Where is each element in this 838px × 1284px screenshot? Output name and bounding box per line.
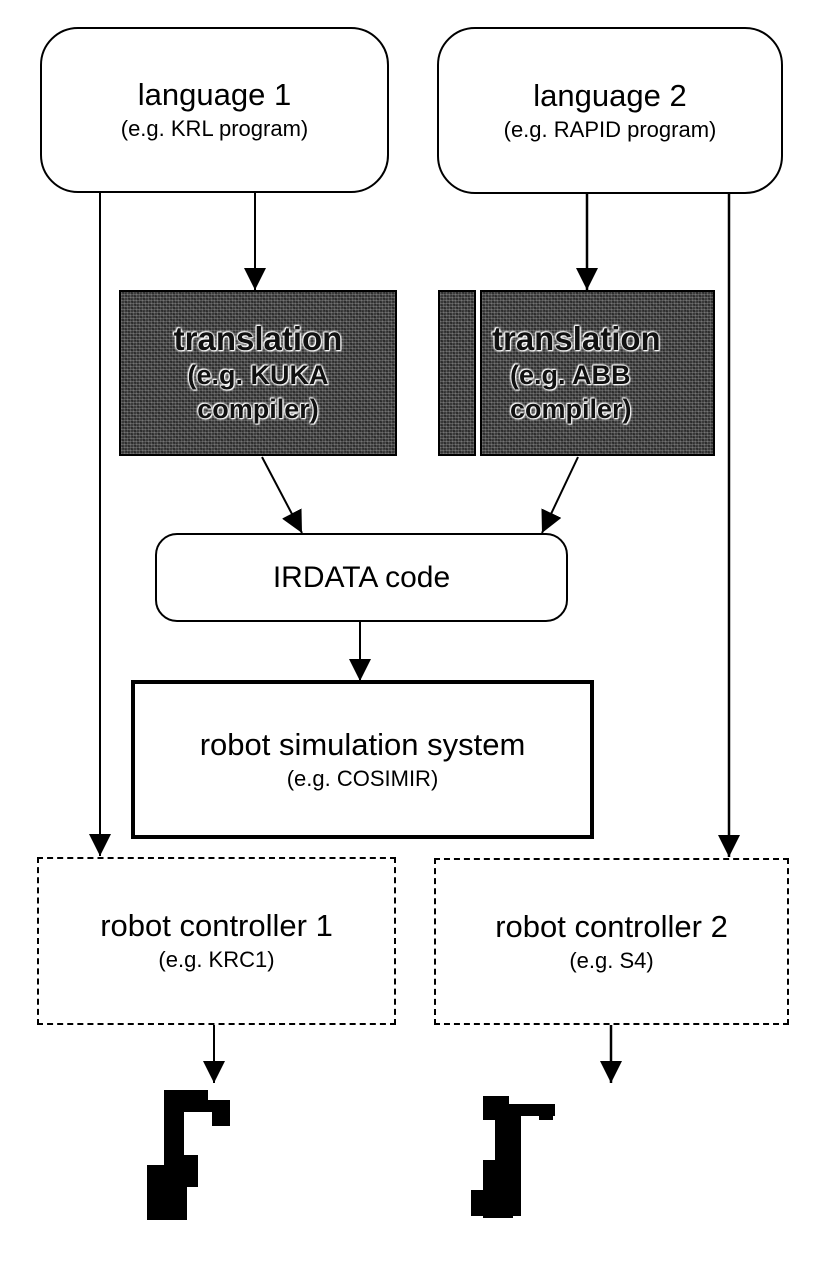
simulation-subtitle: (e.g. COSIMIR): [286, 765, 439, 791]
translation1-box: translation (e.g. KUKA compiler): [119, 290, 397, 456]
language1-box: language 1 (e.g. KRL program): [40, 27, 389, 193]
irdata-box: IRDATA code: [155, 533, 568, 622]
controller2-box: robot controller 2 (e.g. S4): [434, 858, 789, 1025]
translation2-line3: compiler): [510, 394, 632, 424]
controller1-title: robot controller 1: [100, 908, 333, 943]
edge-translation1-irdata: [261, 456, 303, 534]
translation1-line2: (e.g. KUKA: [187, 360, 329, 390]
translation2-title: translation: [492, 320, 661, 357]
simulation-title: robot simulation system: [199, 726, 526, 762]
translation2-box: translation (e.g. ABB compiler): [480, 290, 715, 456]
robot1-icon: [147, 1090, 230, 1220]
language2-subtitle: (e.g. RAPID program): [503, 116, 717, 142]
irdata-title: IRDATA code: [272, 560, 451, 594]
translation2-strip: [438, 290, 476, 456]
translation1-title: translation: [173, 320, 343, 357]
translation1-line3: compiler): [197, 394, 319, 424]
robot2-icon: [471, 1096, 555, 1218]
controller2-subtitle: (e.g. S4): [569, 947, 654, 973]
language2-title: language 2: [533, 77, 687, 113]
controller2-title: robot controller 2: [495, 908, 728, 944]
simulation-box: robot simulation system (e.g. COSIMIR): [131, 680, 594, 839]
language2-box: language 2 (e.g. RAPID program): [437, 27, 783, 194]
controller1-subtitle: (e.g. KRC1): [158, 947, 275, 972]
language1-subtitle: (e.g. KRL program): [120, 116, 309, 141]
language1-title: language 1: [137, 77, 292, 112]
edge-translation2-irdata: [541, 456, 579, 534]
translation2-line2: (e.g. ABB: [510, 360, 631, 390]
controller1-box: robot controller 1 (e.g. KRC1): [37, 857, 396, 1025]
